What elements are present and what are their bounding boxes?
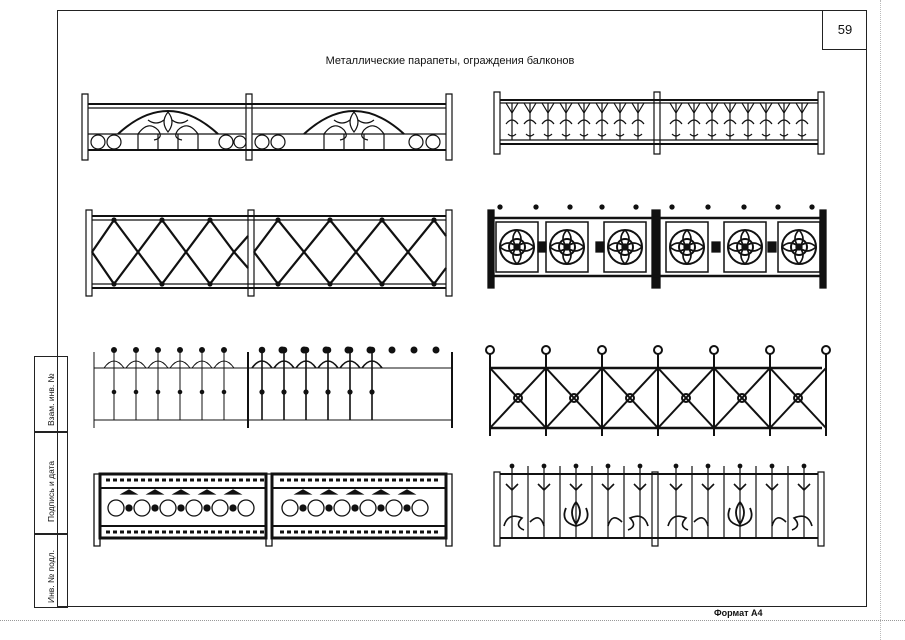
title-block-stamp: Взам. инв. № Подпись и дата Инв. № подл. (34, 356, 68, 608)
page-edge-line (880, 0, 881, 640)
stamp-label-inv: Инв. № подл. (46, 550, 56, 603)
stamp-cell-inv (34, 534, 58, 608)
scroll-pattern-fence (490, 88, 828, 158)
drawing-frame (57, 10, 867, 607)
page-title: Металлические парапеты, ограждения балко… (325, 55, 575, 67)
stamp-label-vzam: Взам. инв. № (46, 373, 56, 426)
rosette-panel-fence (486, 204, 830, 290)
page-bottom-line (0, 620, 905, 621)
format-label: Формат А4 (714, 608, 763, 618)
cross-brace-fence (484, 345, 832, 437)
ring-frieze-fence (92, 468, 456, 548)
page-number: 59 (822, 10, 867, 50)
diamond-lattice-fence (84, 208, 456, 298)
scroll-arch-fence (78, 90, 456, 162)
stamp-cell-vzam (34, 356, 58, 432)
stamp-cell-podpis (34, 432, 58, 534)
tulip-scroll-fence (490, 463, 830, 548)
finial-picket-fence (92, 344, 456, 430)
stamp-label-podpis: Подпись и дата (46, 460, 56, 522)
